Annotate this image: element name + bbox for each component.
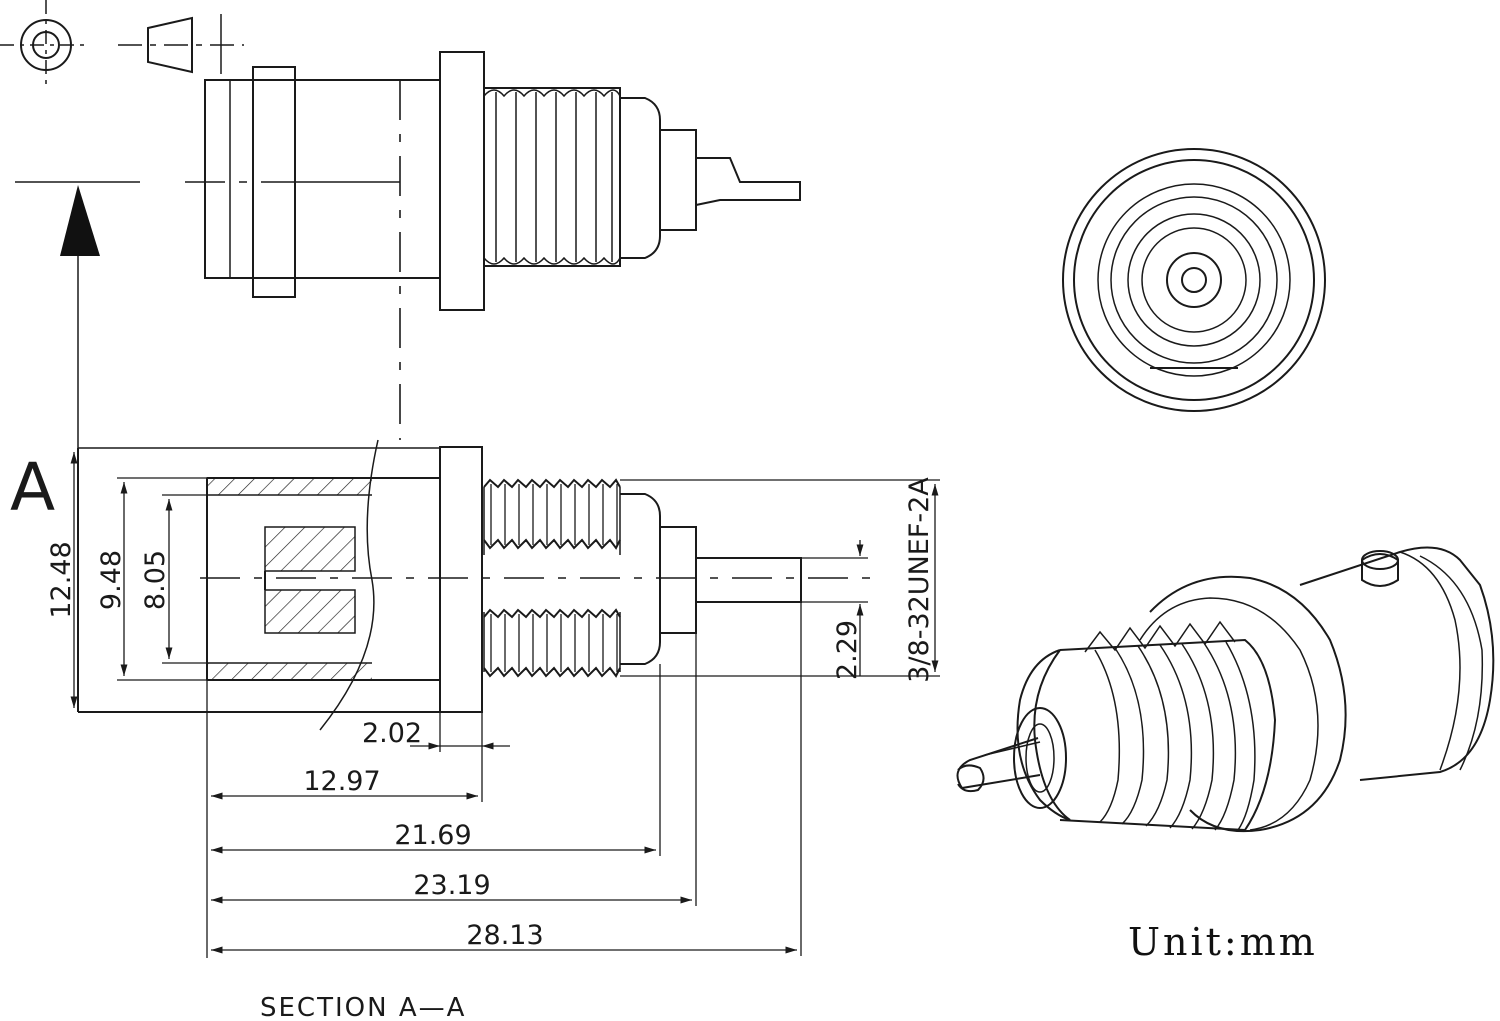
isometric-view	[956, 546, 1495, 833]
thread-section	[483, 478, 621, 678]
section-caption: SECTION A—A	[260, 993, 466, 1021]
thread-lines-top	[483, 89, 621, 265]
dim-bore-height: 8.05	[140, 550, 171, 610]
dim-flange-thickness: 2.02	[362, 718, 422, 749]
side-view-top	[185, 51, 801, 440]
unit-label: Unit:mm	[1128, 920, 1318, 964]
dim-to-nut-face: 21.69	[394, 820, 471, 851]
dim-to-insulator: 23.19	[413, 870, 490, 901]
dim-thread-spec: 3/8-32UNEF-2A	[904, 477, 935, 683]
dim-pin-diameter: 2.29	[832, 620, 863, 680]
projection-symbol	[0, 0, 244, 88]
dimension-lines	[70, 452, 940, 958]
labels: A 12.48 9.48 8.05 3/8-32UNEF-2A 2.29 2.0…	[10, 449, 1318, 1021]
dim-inner-height: 9.48	[96, 550, 127, 610]
dim-overall-height: 12.48	[46, 541, 77, 618]
dim-overall-length: 28.13	[466, 920, 543, 951]
section-view	[77, 439, 870, 731]
section-arrow	[15, 181, 440, 449]
iso-thread-ridges	[1084, 620, 1256, 831]
front-view	[1062, 148, 1326, 412]
section-marker-letter: A	[10, 449, 55, 526]
dim-to-flange: 12.97	[303, 766, 380, 797]
